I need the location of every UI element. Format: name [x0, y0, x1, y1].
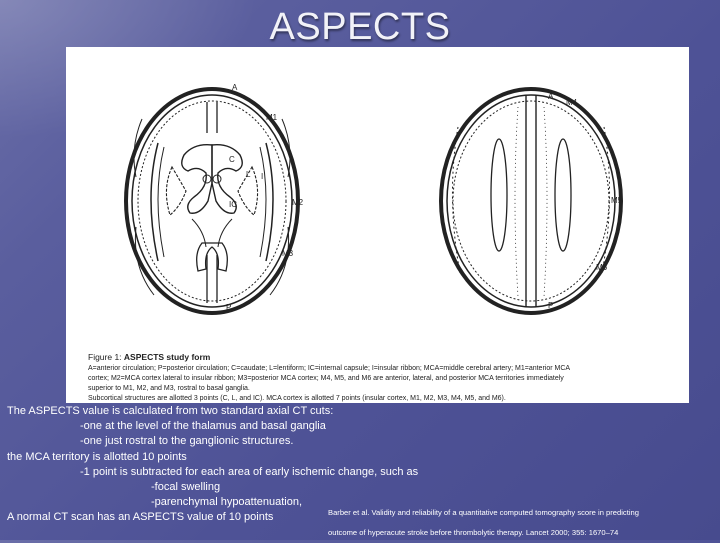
- caption-prefix: Figure 1:: [88, 352, 122, 362]
- citation: Barber et al. Validity and reliability o…: [328, 503, 718, 543]
- body-line: A normal CT scan has an ASPECTS value of…: [7, 511, 274, 524]
- body-line: -focal swelling: [151, 481, 221, 494]
- left-label-p: P: [226, 303, 231, 312]
- body-line: -one at the level of the thalamus and ba…: [80, 420, 326, 433]
- figure-caption: Figure 1: ASPECTS study form A=anterior …: [88, 351, 678, 404]
- body-line: -one just rostral to the ganglionic stru…: [80, 435, 294, 448]
- left-label-m3: M3: [282, 249, 294, 258]
- left-label-m2: M2: [292, 198, 304, 207]
- caption-heading: Figure 1: ASPECTS study form: [88, 351, 678, 363]
- caption-line: A=anterior circulation; P=posterior circ…: [88, 365, 571, 373]
- left-label-a: A: [232, 83, 238, 92]
- caption-line: Subcortical structures are allotted 3 po…: [88, 394, 506, 402]
- brain-diagrams: A M1 C L I IC M2 M3 P A M4 M5 M6: [124, 83, 623, 315]
- body-line: -1 point is subtracted for each area of …: [80, 465, 419, 478]
- right-label-m6: M6: [596, 263, 608, 272]
- citation-line: Barber et al. Validity and reliability o…: [328, 508, 639, 517]
- body-line: -parenchymal hypoattenuation,: [151, 496, 303, 509]
- right-label-a: A: [548, 92, 554, 101]
- right-label-m4: M4: [566, 98, 578, 107]
- caption-line: superior to M1, M2, and M3, rostral to b…: [88, 384, 250, 392]
- body-line: The ASPECTS value is calculated from two…: [7, 405, 334, 417]
- left-label-m1: M1: [266, 113, 278, 122]
- caption-title: ASPECTS study form: [123, 352, 211, 362]
- left-label-l: L: [246, 170, 251, 179]
- right-label-m5: M5: [611, 196, 623, 205]
- slide-title: ASPECTS: [269, 6, 451, 48]
- body-text: The ASPECTS value is calculated from two…: [7, 404, 487, 526]
- right-label-p: P: [548, 301, 553, 310]
- caption-line: cortex; M2=MCA cortex lateral to insular…: [88, 375, 564, 382]
- left-label-i: I: [261, 172, 263, 181]
- citation-line: outcome of hyperacute stroke before thro…: [328, 528, 619, 537]
- brain-supraganglionic-level: [439, 87, 623, 315]
- aspects-figure: A M1 C L I IC M2 M3 P A M4 M5 M6: [66, 47, 689, 403]
- brain-ganglionic-level: [124, 87, 300, 315]
- left-label-ic: IC: [229, 200, 237, 209]
- left-label-c: C: [229, 155, 235, 164]
- body-line: the MCA territory is allotted 10 points: [7, 450, 187, 463]
